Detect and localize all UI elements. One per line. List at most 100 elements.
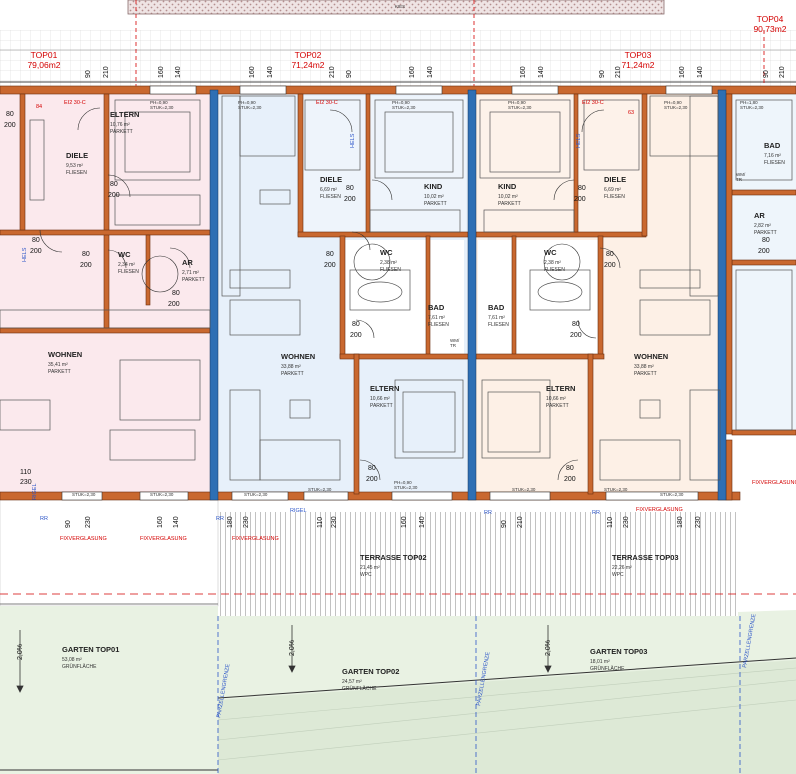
- upper-dimensions: 90 210 160 140 160 140 210 90 160 140 16…: [85, 66, 786, 78]
- svg-text:FLIESEN: FLIESEN: [604, 194, 625, 200]
- svg-text:80: 80: [346, 185, 354, 192]
- svg-text:KIND: KIND: [498, 182, 517, 191]
- svg-text:80: 80: [606, 251, 614, 258]
- svg-text:230: 230: [695, 516, 702, 528]
- svg-text:STUK=2,30: STUK=2,30: [150, 492, 174, 497]
- svg-text:200: 200: [758, 248, 770, 255]
- svg-text:RR: RR: [484, 510, 492, 516]
- svg-text:2,82 m²: 2,82 m²: [754, 223, 771, 229]
- svg-text:160: 160: [157, 516, 164, 528]
- svg-text:WC: WC: [118, 250, 131, 259]
- svg-text:STUK=2,30: STUK=2,30: [244, 492, 268, 497]
- slope-label-2: 2,0%: [289, 640, 296, 656]
- unit-headers: TOP01 79,06m2 TOP02 71,24m2 TOP03 71,24m…: [27, 14, 786, 70]
- svg-text:GRÜNFLÄCHE: GRÜNFLÄCHE: [62, 663, 97, 670]
- svg-text:90: 90: [763, 70, 770, 78]
- svg-text:160: 160: [401, 516, 408, 528]
- svg-text:160: 160: [158, 66, 165, 78]
- svg-text:140: 140: [538, 66, 545, 78]
- furniture: [0, 95, 793, 481]
- svg-text:160: 160: [679, 66, 686, 78]
- svg-text:200: 200: [350, 332, 362, 339]
- svg-text:STUK=2,30: STUK=2,30: [604, 487, 628, 492]
- svg-text:2,71 m²: 2,71 m²: [182, 270, 199, 276]
- svg-text:80: 80: [172, 290, 180, 297]
- svg-text:80: 80: [368, 465, 376, 472]
- svg-text:200: 200: [4, 122, 16, 129]
- room-fills: [0, 94, 796, 494]
- svg-text:160: 160: [409, 66, 416, 78]
- svg-text:210: 210: [779, 66, 786, 78]
- svg-text:10,02 m²: 10,02 m²: [424, 194, 444, 200]
- svg-text:140: 140: [419, 516, 426, 528]
- svg-text:200: 200: [344, 196, 356, 203]
- svg-text:RIGEL: RIGEL: [290, 508, 307, 514]
- svg-text:80: 80: [566, 465, 574, 472]
- svg-text:FLIESEN: FLIESEN: [380, 267, 401, 273]
- svg-text:STUK=2,30: STUK=2,30: [512, 487, 536, 492]
- svg-text:RIGEL: RIGEL: [32, 483, 38, 500]
- svg-text:33,88 m²: 33,88 m²: [634, 364, 654, 370]
- svg-text:9,53 m²: 9,53 m²: [66, 163, 83, 169]
- svg-text:WC: WC: [544, 248, 557, 257]
- garden-slope: [218, 660, 796, 774]
- svg-text:GRÜNFLÄCHE: GRÜNFLÄCHE: [342, 685, 377, 692]
- svg-text:RR: RR: [40, 516, 48, 522]
- svg-text:90: 90: [346, 70, 353, 78]
- svg-text:230: 230: [243, 516, 250, 528]
- svg-text:FLIESEN: FLIESEN: [320, 194, 341, 200]
- svg-text:210: 210: [103, 66, 110, 78]
- gravel-strip: [127, 0, 665, 15]
- svg-text:WOHNEN: WOHNEN: [48, 350, 82, 359]
- svg-text:6,69 m²: 6,69 m²: [320, 187, 337, 193]
- svg-text:230: 230: [331, 516, 338, 528]
- door-dimensions: 80 200 80 200 80 200 80 200 80 200 80 20…: [4, 111, 770, 486]
- svg-text:PARKETT: PARKETT: [48, 369, 71, 375]
- svg-text:80: 80: [578, 185, 586, 192]
- svg-text:18,01 m²: 18,01 m²: [590, 659, 610, 665]
- svg-text:140: 140: [173, 516, 180, 528]
- room-diele-top03: DIELE 6,69 m² FLIESEN: [604, 175, 626, 200]
- room-eltern-top01: ELTERN 10,76 m² PARKETT: [110, 110, 139, 135]
- svg-text:140: 140: [175, 66, 182, 78]
- lower-dimensions: 90 230 160 140 180 230 110 230 160 140 9…: [65, 516, 702, 528]
- svg-text:FIXVERGLASUNG: FIXVERGLASUNG: [60, 536, 107, 542]
- room-wohnen-top01: WOHNEN 35,41 m² PARKETT: [48, 350, 82, 375]
- svg-text:AR: AR: [754, 211, 765, 220]
- room-eltern-top02: ELTERN 10,66 m² PARKETT: [370, 384, 399, 409]
- svg-text:200: 200: [574, 196, 586, 203]
- svg-text:200: 200: [604, 262, 616, 269]
- svg-text:WOHNEN: WOHNEN: [634, 352, 668, 361]
- unit-separators: [135, 0, 765, 92]
- svg-text:ELTERN: ELTERN: [110, 110, 139, 119]
- room-wc-top01: WC 2,34 m² FLIESEN: [118, 250, 139, 275]
- svg-text:BAD: BAD: [764, 141, 781, 150]
- svg-text:WPC: WPC: [360, 572, 372, 578]
- svg-text:GARTEN TOP03: GARTEN TOP03: [590, 647, 647, 656]
- unit-name-top04: TOP04: [757, 14, 784, 24]
- svg-text:90: 90: [501, 520, 508, 528]
- svg-text:7,61 m²: 7,61 m²: [428, 315, 445, 321]
- svg-text:2,38 m²: 2,38 m²: [544, 260, 561, 266]
- svg-text:WM/TR: WM/TR: [736, 172, 746, 182]
- svg-text:230: 230: [85, 516, 92, 528]
- terrace-left-strip: [0, 495, 219, 607]
- svg-text:BAD: BAD: [428, 303, 445, 312]
- parcel-boundaries: [217, 616, 741, 774]
- unit-area-top01: 79,06m2: [27, 60, 60, 70]
- facade-grid-band: [0, 30, 796, 90]
- room-kind-top02: KIND 10,02 m² PARKETT: [424, 182, 447, 207]
- svg-text:80: 80: [352, 321, 360, 328]
- svg-text:DIELE: DIELE: [320, 175, 342, 184]
- svg-text:FIXVERGLASUNG: FIXVERGLASUNG: [232, 536, 279, 542]
- svg-text:PARKETT: PARKETT: [424, 201, 447, 207]
- svg-text:200: 200: [168, 301, 180, 308]
- svg-text:EI2 30-C: EI2 30-C: [316, 100, 338, 106]
- unit-name-top03: TOP03: [625, 50, 652, 60]
- svg-text:PARKETT: PARKETT: [110, 129, 133, 135]
- svg-text:230: 230: [20, 479, 32, 486]
- svg-text:WC: WC: [380, 248, 393, 257]
